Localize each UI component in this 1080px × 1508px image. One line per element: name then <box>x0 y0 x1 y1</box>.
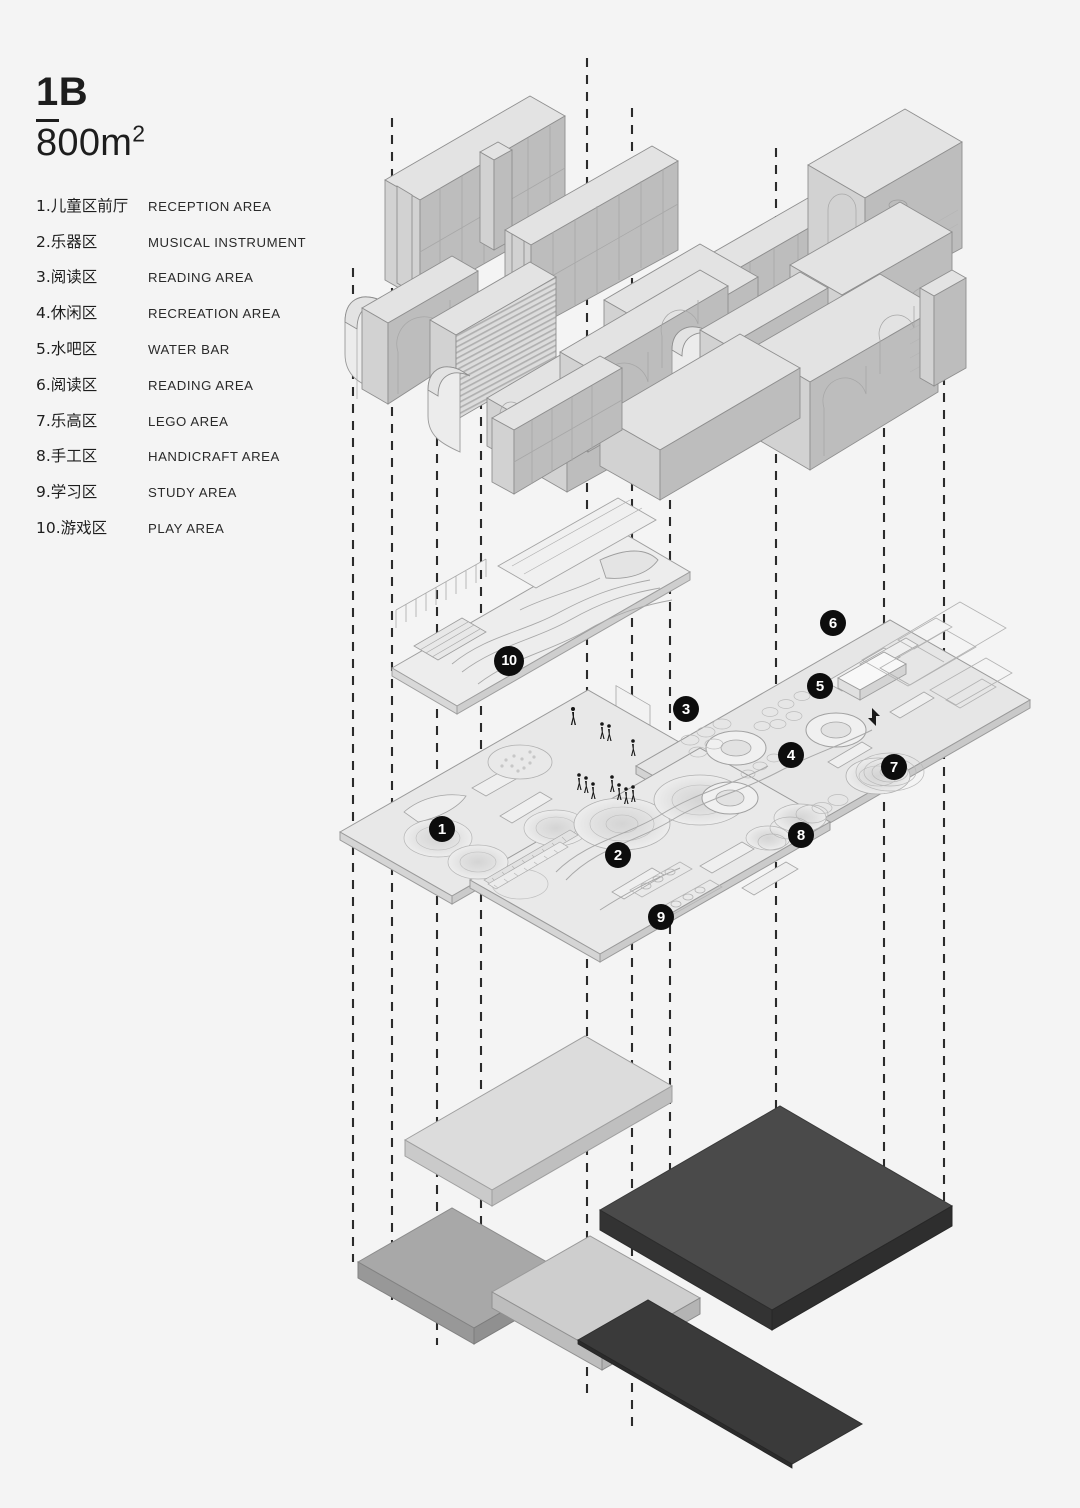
legend-label-cn: 1.儿童区前厅 <box>36 196 129 215</box>
legend-panel: 1B 800m2 1.儿童区前厅 RECEPTION AREA 2.乐器区 MU… <box>36 70 366 552</box>
legend-item-10: 10.游戏区 PLAY AREA <box>36 516 366 552</box>
main-floor-plate <box>338 601 1032 963</box>
legend-label-cn: 4.休闲区 <box>36 304 98 323</box>
floor-plan-rooms-right <box>861 601 1013 709</box>
play-stair <box>413 617 487 661</box>
legend-label-cn: 9.学习区 <box>36 483 98 502</box>
plan-area: 800m2 <box>36 122 366 164</box>
legend-item-3: 3.阅读区 READING AREA <box>36 265 366 301</box>
legend-label-en: READING AREA <box>148 377 254 393</box>
legend-label-en: MUSICAL INSTRUMENT <box>148 234 307 250</box>
legend-item-8: 8.手工区 HANDICRAFT AREA <box>36 444 366 480</box>
wall-room-enclosure-lower <box>599 333 801 501</box>
legend-item-6: 6.阅读区 READING AREA <box>36 373 366 409</box>
plan-code-rest: B <box>58 70 89 114</box>
legend-label-en: RECEPTION AREA <box>148 198 272 214</box>
zone-marker-5[interactable]: 5 <box>807 673 833 699</box>
floor-donut-seating <box>701 712 911 851</box>
legend-label-en: READING AREA <box>148 270 254 286</box>
wall-curved-small <box>427 366 471 453</box>
legend-label-cn: 3.阅读区 <box>36 268 98 287</box>
play-slide <box>599 550 659 579</box>
zone-marker-3[interactable]: 3 <box>673 696 699 722</box>
upper-floor-plate <box>391 497 691 715</box>
plan-area-value: 800m <box>36 122 133 164</box>
legend-item-4: 4.休闲区 RECREATION AREA <box>36 301 366 337</box>
direction-arrow-icon <box>868 708 880 726</box>
slab-charcoal <box>599 1105 953 1331</box>
plan-code-underlined: 1 <box>36 70 59 122</box>
water-bar-counter <box>837 651 907 701</box>
slab-light <box>403 1035 674 1207</box>
plan-area-unit: 2 <box>132 120 146 147</box>
legend-label-en: WATER BAR <box>148 342 230 358</box>
reception-desk <box>403 794 467 823</box>
plan-code: 1B <box>36 70 89 122</box>
zone-marker-4[interactable]: 4 <box>778 742 804 768</box>
legend-label-cn: 6.阅读区 <box>36 375 98 394</box>
legend-list: 1.儿童区前厅 RECEPTION AREA 2.乐器区 MUSICAL INS… <box>36 194 366 552</box>
legend-label-en: PLAY AREA <box>148 521 225 537</box>
scale-figures <box>570 707 636 804</box>
zone-marker-1[interactable]: 1 <box>429 816 455 842</box>
legend-label-cn: 2.乐器区 <box>36 232 98 251</box>
floor-stair-hatch <box>487 841 569 890</box>
legend-item-9: 9.学习区 STUDY AREA <box>36 480 366 516</box>
legend-label-cn: 5.水吧区 <box>36 340 98 359</box>
floor-speckle-rug <box>487 744 553 780</box>
legend-label-cn: 8.手工区 <box>36 447 98 466</box>
zone-marker-8[interactable]: 8 <box>788 822 814 848</box>
wall-glazed-lower-left <box>491 355 623 495</box>
legend-label-en: RECREATION AREA <box>148 306 281 322</box>
legend-item-1: 1.儿童区前厅 RECEPTION AREA <box>36 194 366 230</box>
play-railing <box>395 558 487 628</box>
zone-marker-9[interactable]: 9 <box>648 904 674 930</box>
page-title: 1B <box>36 70 366 122</box>
legend-label-en: STUDY AREA <box>148 485 237 501</box>
legend-label-cn: 10.游戏区 <box>36 519 108 538</box>
play-upper-deck <box>497 497 657 589</box>
wall-layer <box>344 95 967 758</box>
zone-marker-10[interactable]: 10 <box>494 646 524 676</box>
legend-item-5: 5.水吧区 WATER BAR <box>36 337 366 373</box>
legend-label-en: HANDICRAFT AREA <box>148 449 280 465</box>
slab-charcoal-front <box>576 1299 864 1469</box>
wall-pilaster-left <box>479 141 513 251</box>
legend-item-7: 7.乐高区 LEGO AREA <box>36 409 366 445</box>
wall-end-right <box>919 269 967 387</box>
zone-marker-6[interactable]: 6 <box>820 610 846 636</box>
zone-marker-7[interactable]: 7 <box>881 754 907 780</box>
legend-label-cn: 7.乐高区 <box>36 411 98 430</box>
zone-marker-2[interactable]: 2 <box>605 842 631 868</box>
legend-item-2: 2.乐器区 MUSICAL INSTRUMENT <box>36 230 366 266</box>
legend-label-en: LEGO AREA <box>148 413 229 429</box>
